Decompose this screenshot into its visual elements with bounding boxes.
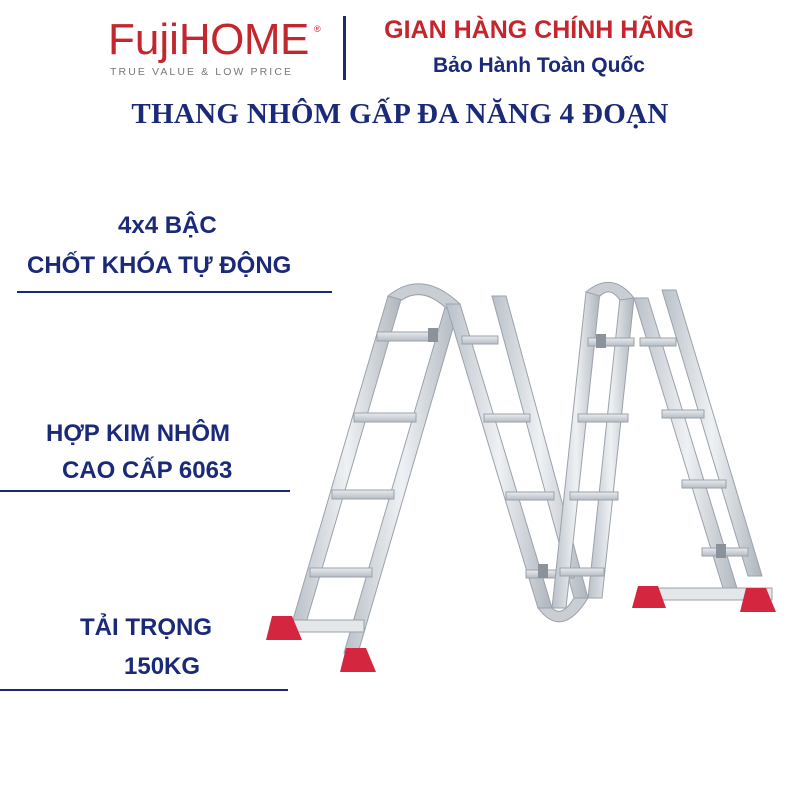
- ladder-image: [266, 282, 776, 672]
- feature-steps-line1: 4x4 BẬC: [118, 212, 217, 239]
- brand-wordmark: FujiHOME: [108, 14, 309, 66]
- ladder-section-3: [551, 291, 635, 609]
- ladder-foot: [340, 648, 376, 672]
- lock-bracket: [596, 334, 606, 348]
- ladder-foot: [632, 586, 666, 608]
- feature-load-line1: TẢI TRỌNG: [80, 614, 212, 641]
- registered-mark: ®: [314, 24, 321, 34]
- ladder-section-1: [283, 295, 461, 654]
- ladder-section-4: [633, 289, 773, 601]
- ladder-foot: [266, 616, 302, 640]
- brand-tagline: TRUE VALUE & LOW PRICE: [110, 66, 294, 78]
- lock-bracket: [428, 328, 438, 342]
- ladder-foot: [740, 588, 776, 612]
- brand-name-home: HOME: [178, 15, 310, 64]
- brand-name-fuji: Fuji: [108, 15, 179, 64]
- ladder-hinge: [536, 597, 589, 623]
- feature-underline: [0, 689, 288, 691]
- shop-subtitle: Bảo Hành Toàn Quốc: [433, 54, 645, 77]
- header-divider: [343, 16, 346, 80]
- lock-bracket: [716, 544, 726, 558]
- feature-steps-line2: CHỐT KHÓA TỰ ĐỘNG: [27, 252, 292, 279]
- feature-material-line2: CAO CẤP 6063: [62, 457, 233, 484]
- ladder-hinge: [584, 282, 635, 301]
- feature-underline: [0, 490, 290, 492]
- feature-underline: [17, 291, 332, 293]
- lock-bracket: [538, 564, 548, 578]
- feature-load-line2: 150KG: [124, 653, 201, 680]
- product-title: THANG NHÔM GẤP ĐA NĂNG 4 ĐOẠN: [131, 98, 669, 130]
- brand-logo: FujiHOME ® TRUE VALUE & LOW PRICE: [108, 14, 322, 84]
- feature-material-line1: HỢP KIM NHÔM: [46, 420, 231, 447]
- shop-title: GIAN HÀNG CHÍNH HÃNG: [384, 16, 694, 44]
